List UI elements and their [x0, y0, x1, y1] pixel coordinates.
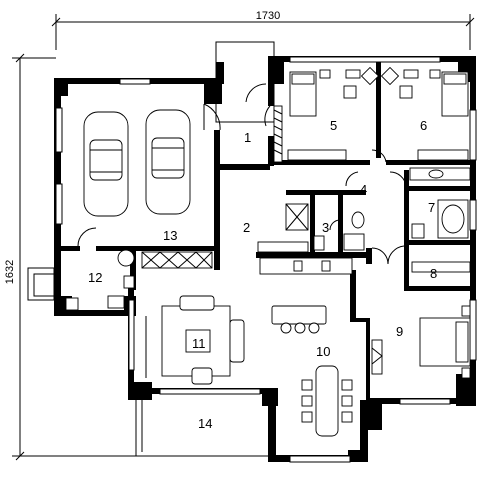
room-label-12: 12: [88, 270, 102, 285]
room-label-4: 4: [360, 182, 367, 197]
room-label-11: 11: [192, 336, 206, 351]
interior-walls: [60, 62, 472, 398]
dimension-width: 1730: [51, 10, 475, 50]
garage-shelving: [141, 251, 213, 269]
storage-furniture: [27, 249, 135, 311]
windows: [55, 56, 477, 463]
kitchen-counter: [259, 257, 353, 334]
terrace-outline: [135, 394, 268, 457]
room-labels: 1 2 3 4 5 6 7 8 9 10 11 12 13 14: [88, 118, 437, 431]
bed-icon: [380, 66, 469, 117]
room-label-2: 2: [243, 220, 250, 235]
bed-icon: [289, 66, 380, 117]
car-icon: [145, 109, 191, 215]
room-label-10: 10: [316, 344, 330, 359]
room-label-8: 8: [430, 266, 437, 281]
dimension-width-label: 1730: [256, 10, 280, 22]
room-label-5: 5: [330, 118, 337, 133]
room-label-9: 9: [396, 324, 403, 339]
room-label-6: 6: [420, 118, 427, 133]
doors: [77, 83, 407, 265]
bathtub-icon: [409, 167, 471, 239]
dimension-height: 1632: [4, 53, 150, 461]
dining-table-icon: [301, 365, 353, 437]
car-icon: [83, 111, 129, 217]
room-label-13: 13: [163, 228, 177, 243]
room-label-14: 14: [198, 416, 212, 431]
sofa-icon: [145, 295, 245, 385]
room-label-7: 7: [428, 200, 435, 215]
bed-icon: [371, 305, 471, 379]
room-label-1: 1: [244, 130, 251, 145]
room-label-3: 3: [322, 220, 329, 235]
toilet-icon: [313, 211, 365, 251]
dimension-height-label: 1632: [4, 260, 16, 284]
closets: [257, 105, 471, 273]
